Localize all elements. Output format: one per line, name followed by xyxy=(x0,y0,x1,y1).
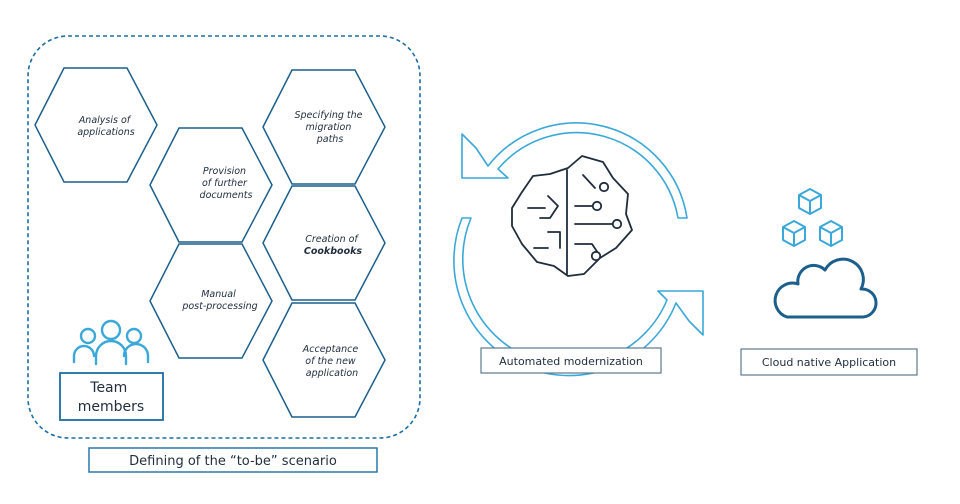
step-specifying: Specifying the migration paths xyxy=(262,69,386,185)
scenario-label-box: Defining of the “to-be” scenario xyxy=(88,447,378,473)
step-hex xyxy=(262,69,386,185)
step-label: Specifying the xyxy=(294,110,362,121)
step-label: documents xyxy=(200,190,253,201)
brain-circuit-icon xyxy=(511,155,633,277)
cubes-icon xyxy=(782,188,843,247)
step-hex xyxy=(149,243,273,359)
cloud-label-box: Cloud native Application xyxy=(740,348,918,376)
step-label: Creation of xyxy=(305,234,359,245)
step-label: migration xyxy=(306,122,352,133)
step-label: of the new xyxy=(305,356,356,367)
scenario-label: Defining of the “to-be” scenario xyxy=(129,454,337,469)
step-analysis: Analysis of applications xyxy=(34,67,158,183)
step-hex xyxy=(34,67,158,183)
refresh-cycle-icon xyxy=(453,122,704,377)
team-members-box: Team members xyxy=(59,372,164,421)
modernization-label: Automated modernization xyxy=(499,355,643,368)
step-label: paths xyxy=(316,134,344,145)
step-label: applications xyxy=(77,127,134,138)
scenario-container xyxy=(27,35,421,439)
svg-text:Specifying the migration: Specifying the migration paths xyxy=(294,110,365,145)
cloud-label: Cloud native Application xyxy=(762,356,896,369)
step-label: Provision xyxy=(203,166,246,177)
step-label: Analysis of xyxy=(78,115,132,126)
svg-text:Creation of Cookbooks: Creation of Cookbooks xyxy=(304,234,363,257)
step-label: Cookbooks xyxy=(304,246,363,257)
svg-text:Manual post-processing: Manual post-processing xyxy=(181,289,257,312)
step-label: application xyxy=(306,368,358,379)
step-cookbooks: Creation of Cookbooks xyxy=(262,185,386,301)
step-hex xyxy=(262,302,386,418)
cloud-icon xyxy=(773,257,878,319)
modernization-label-box: Automated modernization xyxy=(480,347,662,374)
step-label: Acceptance xyxy=(302,344,359,355)
svg-text:Analysis of applications: Analysis of applications xyxy=(77,115,134,138)
step-hex xyxy=(149,127,273,243)
step-manual: Manual post-processing xyxy=(149,243,273,359)
svg-text:Provision of further: Provision of further documents xyxy=(200,166,253,201)
step-provision: Provision of further documents xyxy=(149,127,273,243)
users-icon xyxy=(72,319,150,366)
svg-text:Acceptance of the new: Acceptance of the new application xyxy=(302,344,362,379)
step-label: Manual xyxy=(201,289,236,300)
team-label: members xyxy=(78,399,144,415)
step-label: of further xyxy=(202,178,248,189)
svg-text:Team members: Team members xyxy=(78,380,144,415)
step-label: post-processing xyxy=(181,301,257,312)
step-hex xyxy=(262,185,386,301)
team-label: Team xyxy=(89,380,127,396)
step-acceptance: Acceptance of the new application xyxy=(262,302,386,418)
